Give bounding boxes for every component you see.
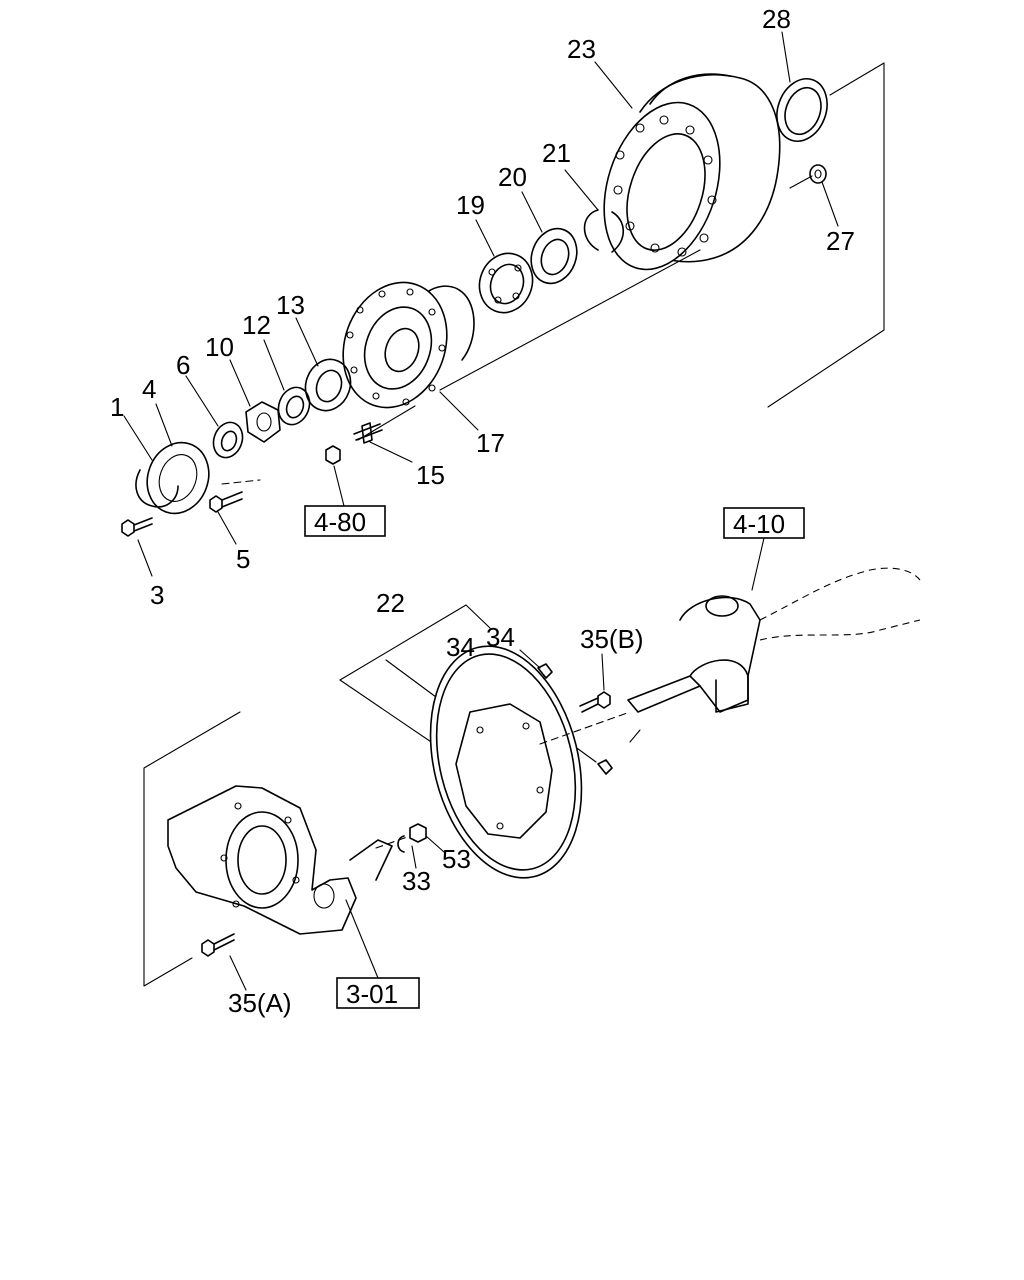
washer-part-12[interactable] xyxy=(273,383,314,429)
bearing-part-6[interactable] xyxy=(209,418,248,461)
label-part-28: 28 xyxy=(762,4,791,34)
label-part-20: 20 xyxy=(498,162,527,192)
clip-part-34-bottom[interactable] xyxy=(597,759,613,775)
brake-drum-part-23[interactable] xyxy=(584,73,781,284)
nut-part-53[interactable] xyxy=(409,823,427,843)
bearing-part-20[interactable] xyxy=(524,222,584,290)
label-part-35a: 35(A) xyxy=(228,988,292,1018)
label-part-17: 17 xyxy=(476,428,505,458)
seal-ring-part-28[interactable] xyxy=(769,72,836,149)
label-part-33: 33 xyxy=(402,866,431,896)
snap-ring-part-21[interactable] xyxy=(583,209,625,253)
wheel-hub-part-17[interactable] xyxy=(326,268,475,422)
lower-assembly-bracket xyxy=(143,711,241,987)
bolt-part-5[interactable] xyxy=(209,491,243,513)
label-part-3: 3 xyxy=(150,580,164,610)
label-part-6: 6 xyxy=(176,350,190,380)
ref-box-4-10[interactable]: 4-10 xyxy=(723,507,805,539)
ref-label-4-80: 4-80 xyxy=(314,507,366,537)
clip-part-34-top[interactable] xyxy=(537,663,553,679)
nut-part-27[interactable] xyxy=(809,164,827,184)
hub-cap-part-1[interactable] xyxy=(135,434,219,522)
hub-nut-ref-4-80[interactable] xyxy=(325,445,341,465)
label-part-12: 12 xyxy=(242,310,271,340)
ref-box-3-01[interactable]: 3-01 xyxy=(336,977,420,1009)
label-part-22: 22 xyxy=(376,588,405,618)
hub-axis-line xyxy=(357,175,813,441)
ref-label-3-01: 3-01 xyxy=(346,979,398,1009)
bearing-part-13[interactable] xyxy=(298,353,357,417)
part-labels: 28 23 21 20 19 27 13 12 10 6 4 1 17 15 5… xyxy=(110,4,855,1018)
label-part-19: 19 xyxy=(456,190,485,220)
label-part-53: 53 xyxy=(442,844,471,874)
backing-plate-part-22[interactable] xyxy=(408,630,605,894)
label-part-5: 5 xyxy=(236,544,250,574)
bolt-part-35a[interactable] xyxy=(201,933,235,957)
bolt-part-3[interactable] xyxy=(121,517,153,537)
label-part-21: 21 xyxy=(542,138,571,168)
label-part-34-left: 34 xyxy=(446,632,475,662)
bolt-part-35b[interactable] xyxy=(579,691,611,713)
label-part-35b: 35(B) xyxy=(580,624,644,654)
label-part-23: 23 xyxy=(567,34,596,64)
stud-part-15[interactable] xyxy=(353,422,383,444)
upper-leader-lines xyxy=(123,31,839,577)
bearing-part-19[interactable] xyxy=(471,246,540,320)
label-part-15: 15 xyxy=(416,460,445,490)
label-part-13: 13 xyxy=(276,290,305,320)
steering-knuckle-ref-4-10[interactable] xyxy=(627,567,921,743)
anchor-plate-ref-3-01[interactable] xyxy=(167,785,393,935)
ref-label-4-10: 4-10 xyxy=(733,509,785,539)
label-part-4: 4 xyxy=(142,374,156,404)
label-part-1: 1 xyxy=(110,392,124,422)
label-part-27: 27 xyxy=(826,226,855,256)
upper-assembly-bracket xyxy=(767,62,885,408)
ref-box-4-80[interactable]: 4-80 xyxy=(304,505,386,537)
label-part-34-right: 34 xyxy=(486,622,515,652)
lower-leader-lines xyxy=(229,537,765,991)
washer-part-33[interactable] xyxy=(397,835,405,853)
nut-part-10[interactable] xyxy=(245,401,281,443)
label-part-10: 10 xyxy=(205,332,234,362)
